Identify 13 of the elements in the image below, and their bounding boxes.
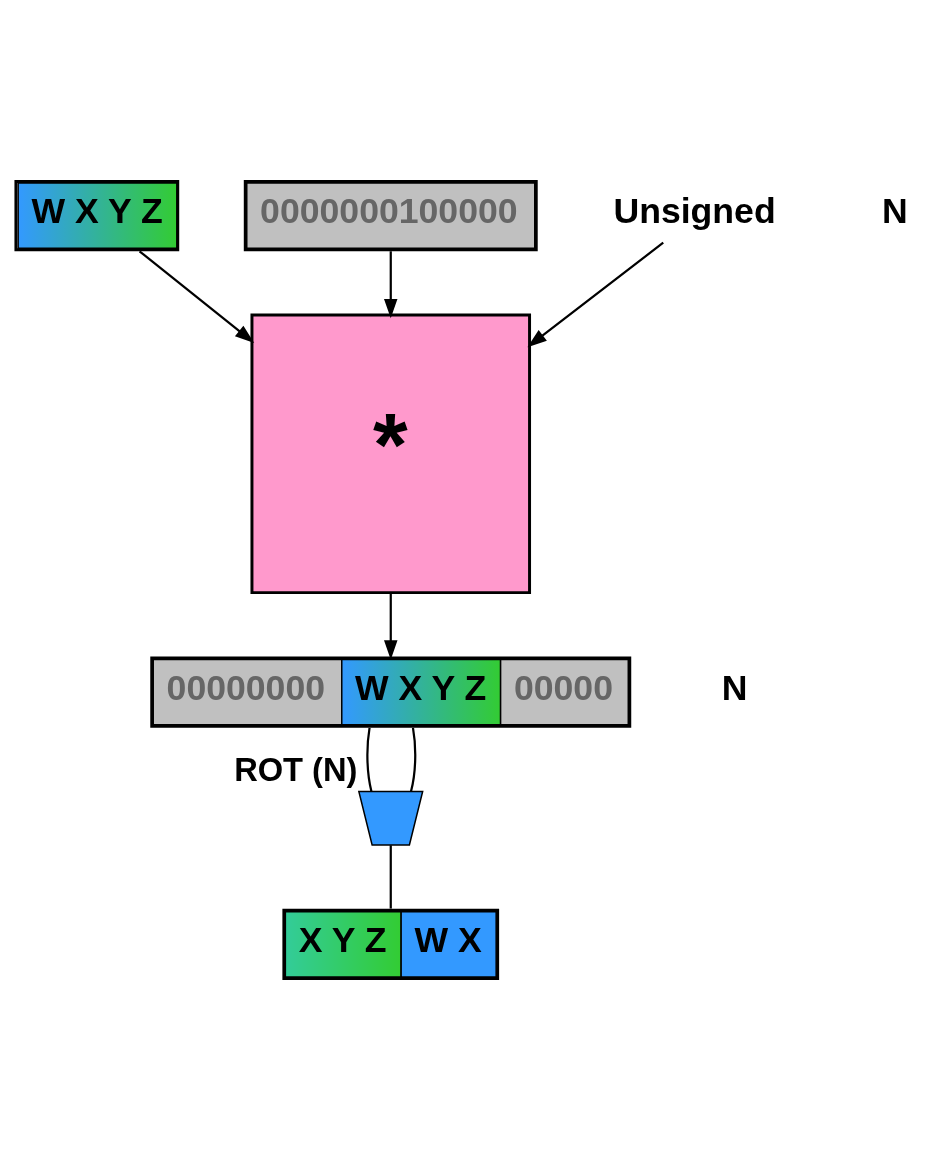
connector (366, 727, 373, 791)
arrow (138, 249, 255, 343)
connector (389, 844, 392, 909)
node-trapezoid (357, 790, 424, 846)
arrow (384, 250, 398, 318)
label: N (882, 190, 908, 231)
arrow (384, 592, 398, 660)
node-label: ROT (N) (234, 750, 358, 788)
node-text: Unsigned (613, 190, 776, 231)
node-box: * (250, 313, 532, 594)
connector (409, 727, 417, 791)
label: N (721, 667, 748, 708)
arrow (527, 241, 664, 347)
